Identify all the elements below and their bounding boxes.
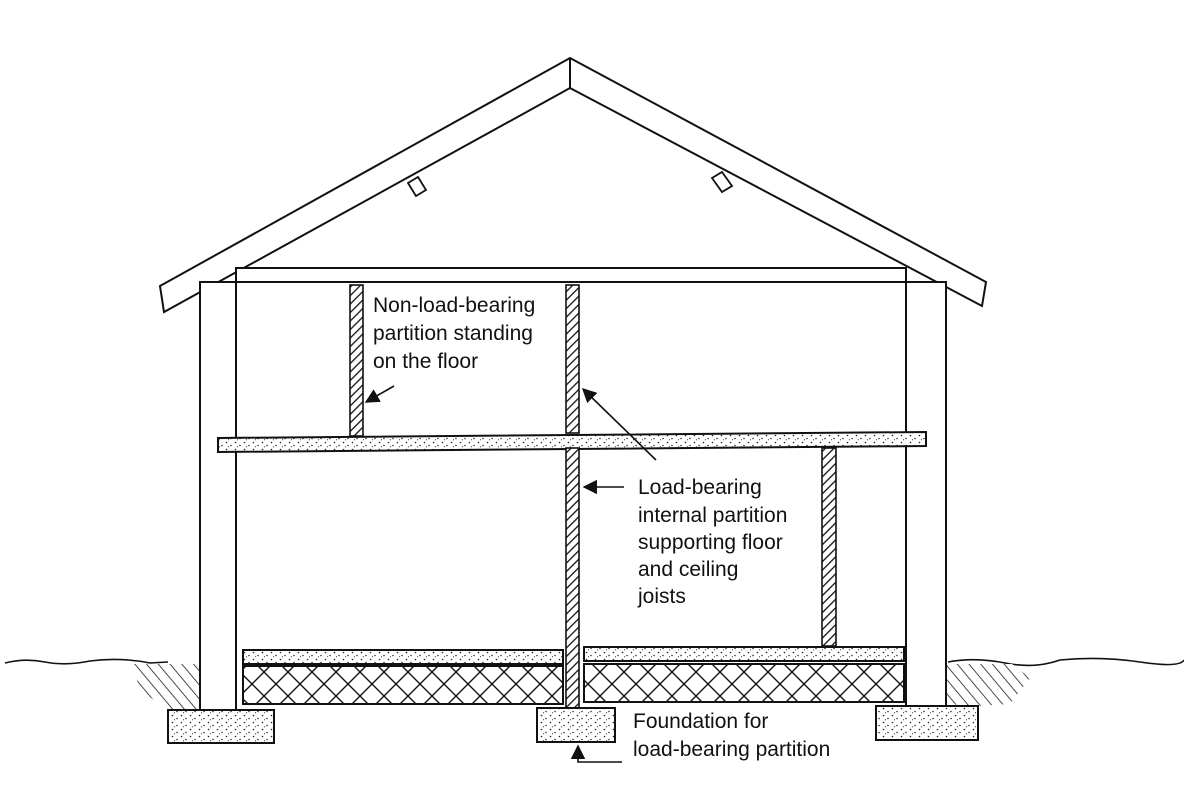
roof <box>158 56 988 314</box>
ground-floor-slab-right <box>583 646 905 662</box>
upper-floor-slab <box>217 430 927 454</box>
load-bearing-partition-upper <box>565 284 580 434</box>
arrow-load-bearing-upper <box>581 387 657 461</box>
label-foundation: Foundation for load-bearing partition <box>633 710 830 761</box>
foundation-centre <box>536 707 616 743</box>
label-load-bearing: Load-bearing internal partition supporti… <box>637 476 793 608</box>
arrow-foundation <box>570 744 622 763</box>
ground-floor-partition <box>821 447 837 647</box>
earth-hatching-right <box>946 664 1030 706</box>
load-bearing-partition-lower <box>565 447 580 709</box>
foundation-right <box>875 705 979 741</box>
non-load-bearing-partition <box>349 284 364 437</box>
external-wall-left <box>199 281 237 711</box>
arrow-non-load-bearing <box>364 385 395 403</box>
ceiling-joists <box>235 267 907 283</box>
roof-purlins <box>406 170 734 198</box>
label-non-load-bearing: Non-load-bearing partition standing on t… <box>373 294 541 373</box>
foundation-left <box>167 709 275 744</box>
earth-hatching-left <box>132 664 200 710</box>
hardcore-fill-right <box>583 663 905 703</box>
external-wall-right <box>905 281 947 707</box>
ground-floor-slab-left <box>242 649 564 665</box>
hardcore-fill-left <box>242 665 564 705</box>
ground-line <box>4 657 1184 667</box>
